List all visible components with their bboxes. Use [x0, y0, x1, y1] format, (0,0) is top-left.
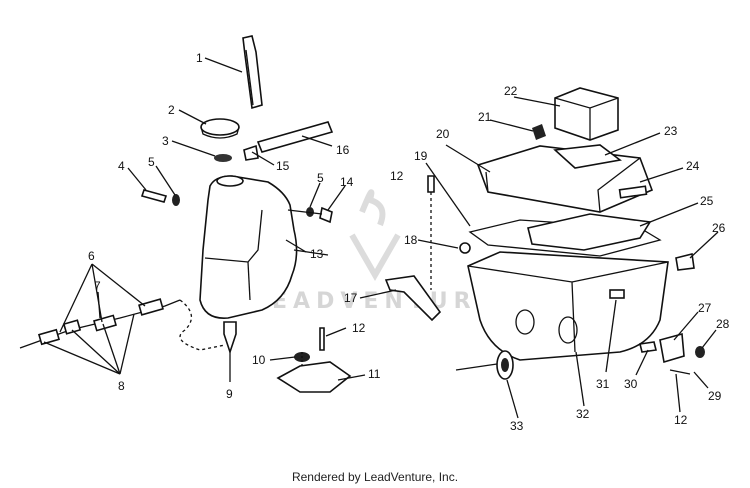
part-15-fitting [243, 144, 259, 161]
part-14-nut [319, 206, 333, 224]
part-29-screw [669, 369, 691, 375]
part-4-screw [140, 189, 168, 203]
callout-12-b: 12 [352, 321, 366, 335]
part-25-filter-element [527, 213, 652, 251]
part-3-seal [214, 154, 232, 162]
callout-16: 16 [336, 143, 350, 157]
callout-23: 23 [664, 124, 678, 138]
callout-11: 11 [368, 367, 381, 381]
callout-27: 27 [698, 301, 712, 315]
callout-19: 19 [414, 149, 428, 163]
callout-labels: 1 2 3 4 5 6 7 8 9 10 11 12 13 14 15 16 1… [88, 51, 730, 433]
watermark: LEADVENTURE [252, 189, 498, 314]
part-28-nut [695, 346, 705, 358]
callout-10: 10 [252, 353, 266, 367]
leader-lines [43, 57, 719, 419]
part-7-filter [93, 314, 117, 332]
watermark-logo-icon [349, 189, 401, 282]
part-30-spacer [639, 341, 657, 353]
callout-31: 31 [596, 377, 610, 391]
part-18-clamp [459, 242, 471, 254]
watermark-text: LEADVENTURE [252, 289, 498, 314]
fuel-tank-assembly [19, 35, 352, 393]
callout-17: 17 [344, 291, 358, 305]
part-22-foam-filter [554, 87, 619, 141]
callout-12-c: 12 [674, 413, 688, 427]
callout-9: 9 [226, 387, 233, 401]
part-1-gauge-tube [242, 35, 263, 110]
part-26-plug [675, 253, 695, 271]
callout-25: 25 [700, 194, 714, 208]
part-5-washer [172, 194, 180, 206]
callout-30: 30 [624, 377, 638, 391]
callout-24: 24 [686, 159, 700, 173]
callout-5-b: 5 [317, 171, 324, 185]
air-box-assembly [384, 87, 705, 380]
part-6-clamp [138, 298, 164, 316]
callout-13: 13 [310, 247, 324, 261]
callout-12: 12 [390, 169, 404, 183]
callout-32: 32 [576, 407, 590, 421]
callout-18: 18 [404, 233, 418, 247]
part-12-screw-b [427, 175, 435, 193]
part-12-bolt [319, 327, 325, 351]
part-27-bracket [659, 332, 685, 364]
callout-3: 3 [162, 134, 169, 148]
part-23-panel [553, 144, 622, 169]
part-16-hose [256, 121, 334, 153]
callout-4: 4 [118, 159, 125, 173]
callout-15: 15 [276, 159, 290, 173]
footer-credit: Rendered by LeadVenture, Inc. [291, 470, 459, 484]
callout-26: 26 [712, 221, 726, 235]
callout-2: 2 [168, 103, 175, 117]
callout-6: 6 [88, 249, 95, 263]
callout-22: 22 [504, 84, 518, 98]
part-19-gasket [468, 219, 662, 257]
callout-8: 8 [118, 379, 125, 393]
part-2-fuel-cap [200, 118, 240, 136]
part-32-air-box [467, 251, 669, 361]
callout-20: 20 [436, 127, 450, 141]
callout-33: 33 [510, 419, 524, 433]
callout-21: 21 [478, 110, 492, 124]
part-9-drain-fitting [223, 321, 237, 355]
callout-1: 1 [196, 51, 203, 65]
callout-5: 5 [148, 155, 155, 169]
callout-29: 29 [708, 389, 722, 403]
part-11-bracket [276, 361, 352, 393]
callout-28: 28 [716, 317, 730, 331]
part-17-bracket [384, 275, 442, 322]
callout-7: 7 [94, 279, 101, 293]
part-24-label [618, 185, 648, 199]
callout-14: 14 [340, 175, 354, 189]
part-21-clip [532, 124, 546, 140]
